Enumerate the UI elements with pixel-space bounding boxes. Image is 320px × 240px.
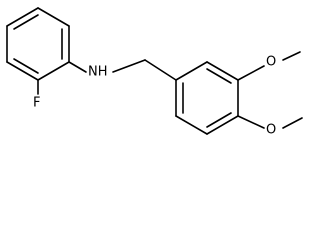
bond-ring2-double-1 (206, 68, 232, 84)
bond-ring-o-bottom (237, 115, 265, 129)
molecule-drawing: F NH O O (6, 7, 303, 138)
fluorine-label: F (33, 96, 40, 111)
bond-ring-o-top (237, 65, 265, 81)
bond-ring2-double-2 (206, 112, 232, 128)
bond-ring1-b (37, 7, 70, 27)
bond-o-methyl-bottom (282, 117, 303, 129)
amine-label: NH (88, 65, 108, 80)
fluorophenyl-ring (6, 7, 70, 81)
methoxy-bottom-oxygen-label: O (266, 123, 276, 138)
bond-o-methyl-top (282, 51, 301, 61)
bond-ring1-d (37, 61, 70, 81)
bond-ring2-d (206, 115, 239, 135)
structure-diagram: F NH O O (6, 7, 303, 138)
methoxy-top-oxygen-label: O (266, 55, 276, 70)
bond-ch2-ring (144, 59, 177, 81)
bond-ring2-b (206, 61, 239, 81)
bond-ring2-a (175, 61, 208, 81)
bond-n-ch2 (112, 59, 146, 73)
bond-c-n (68, 61, 87, 73)
bond-ring1-double-3 (13, 58, 39, 74)
bond-ring1-double-1 (13, 14, 39, 30)
bond-ring1-e (6, 61, 39, 81)
bond-ring2-e (175, 115, 208, 135)
dimethoxyphenyl-ring (175, 61, 239, 135)
bond-ring1-a (6, 7, 39, 27)
